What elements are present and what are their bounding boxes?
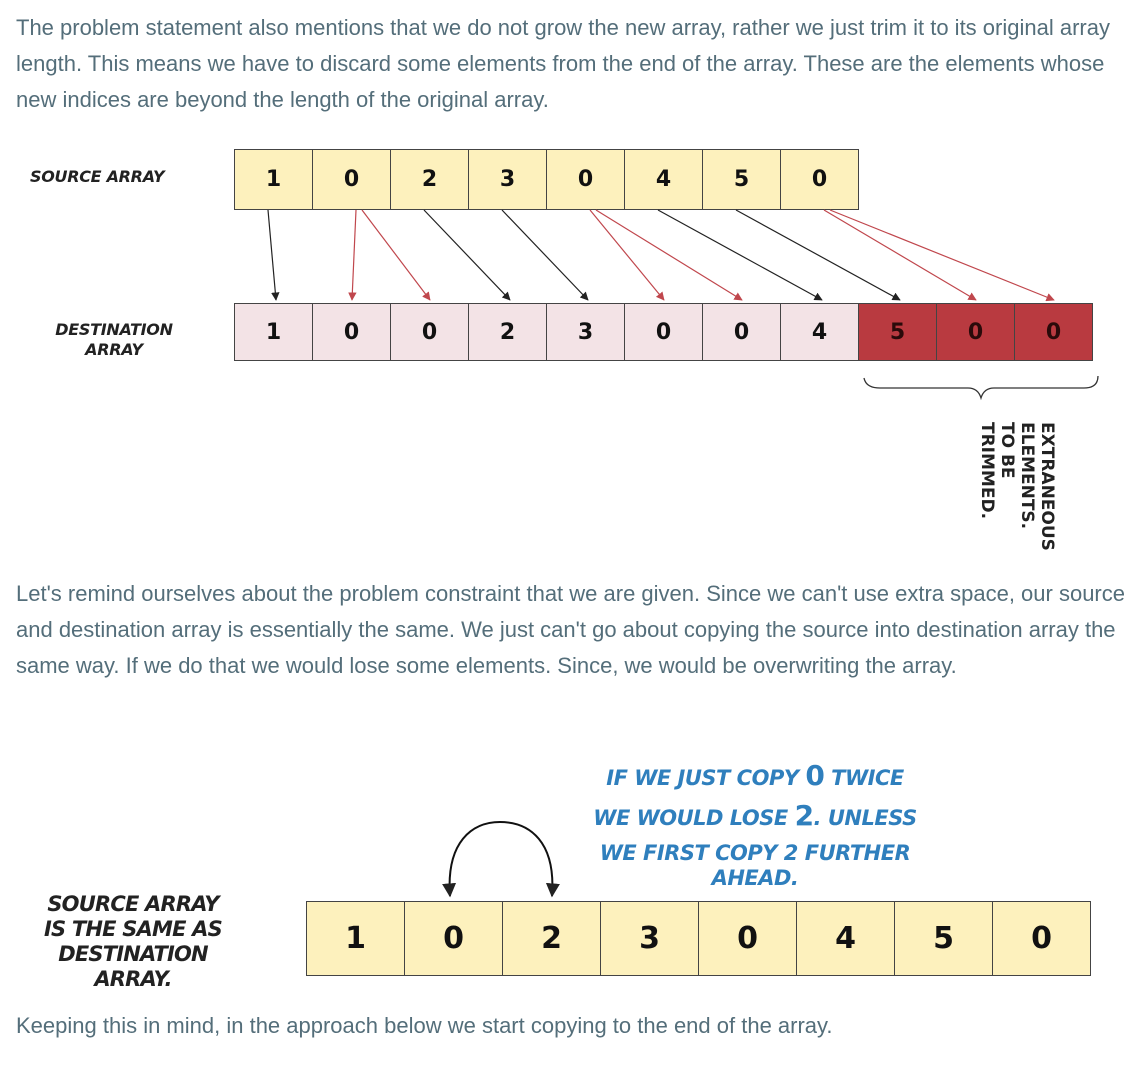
src-cell: 3 <box>468 149 547 210</box>
destination-array-label: DESTINATION ARRAY <box>36 320 192 360</box>
same-cell: 0 <box>698 901 797 976</box>
duplicate-zero-arrow <box>348 209 357 301</box>
duplicate-zero-arrow <box>361 209 431 301</box>
same-array-label-line1: SOURCE ARRAY <box>47 892 219 916</box>
note-line1: IF WE JUST COPY 0 TWICE <box>606 759 904 792</box>
same-array-label: SOURCE ARRAY IS THE SAME AS DESTINATION … <box>22 892 244 992</box>
note-line3: WE FIRST COPY 2 FURTHER <box>599 841 911 865</box>
duplicate-zero-arrow <box>829 209 1055 302</box>
dst-cell: 0 <box>1014 303 1093 361</box>
same-cell: 2 <box>502 901 601 976</box>
src-cell: 0 <box>312 149 391 210</box>
note-line2: WE WOULD LOSE 2. UNLESS <box>593 799 917 832</box>
source-array-label: SOURCE ARRAY <box>30 167 165 186</box>
note-line4: AHEAD. <box>711 866 799 890</box>
dst-cell: 0 <box>702 303 781 361</box>
paragraph-approach: Keeping this in mind, in the approach be… <box>16 1013 833 1038</box>
same-cell: 4 <box>796 901 895 976</box>
same-array-label-line2: IS THE SAME AS <box>44 917 223 941</box>
same-cell: 0 <box>404 901 503 976</box>
dst-cell: 0 <box>390 303 469 361</box>
duplicate-zero-arrow <box>589 209 665 301</box>
same-cell: 3 <box>600 901 699 976</box>
src-cell: 2 <box>390 149 469 210</box>
copy-arrow <box>423 209 511 301</box>
copy-arrow <box>735 209 901 301</box>
copy-arrow <box>657 209 823 301</box>
src-cell: 4 <box>624 149 703 210</box>
same-array-label-line4: ARRAY. <box>94 967 172 991</box>
same-array-label-line3: DESTINATION <box>58 942 208 966</box>
same-cell: 1 <box>306 901 405 976</box>
arc-arrow <box>442 820 560 898</box>
dst-cell: 4 <box>780 303 859 361</box>
dst-cell: 5 <box>858 303 937 361</box>
destination-label-line2: ARRAY <box>85 340 143 359</box>
overwrite-note: IF WE JUST COPY 0 TWICE WE WOULD LOSE 2.… <box>560 759 950 891</box>
duplicate-zero-arrow <box>823 209 977 301</box>
src-cell: 0 <box>546 149 625 210</box>
src-cell: 5 <box>702 149 781 210</box>
copy-arrow <box>267 209 280 301</box>
copy-arrow <box>501 209 589 301</box>
trim-brace <box>863 375 1099 401</box>
same-cell: 0 <box>992 901 1091 976</box>
dst-cell: 1 <box>234 303 313 361</box>
paragraph-constraint: Let's remind ourselves about the problem… <box>16 581 1125 678</box>
destination-label-line1: DESTINATION <box>55 320 173 339</box>
paragraph-trim-explanation: The problem statement also mentions that… <box>16 15 1110 112</box>
dst-cell: 3 <box>546 303 625 361</box>
dst-cell: 0 <box>312 303 391 361</box>
src-cell: 0 <box>780 149 859 210</box>
duplicate-zero-arrow <box>595 209 743 301</box>
same-cell: 5 <box>894 901 993 976</box>
